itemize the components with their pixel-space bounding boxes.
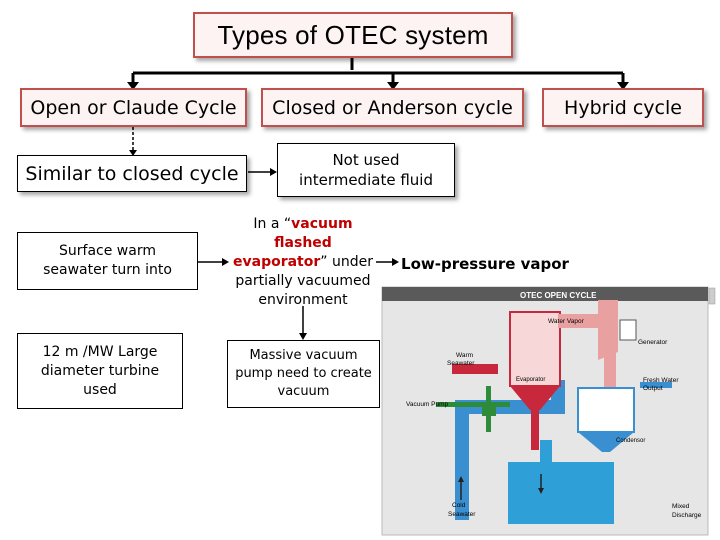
- evaporator-label: Evaporator: [516, 377, 545, 383]
- cold-label: Cold: [452, 502, 466, 509]
- warm-label: Warm: [456, 352, 473, 359]
- vacuum-pump-label: Vacuum Pump: [406, 401, 449, 408]
- tank-inlet: [540, 440, 552, 464]
- similar-closed-box: Similar to closed cycle: [17, 155, 247, 192]
- evaporator-vessel: [509, 311, 561, 387]
- surface-line1: Surface warm: [59, 243, 156, 259]
- closed-cycle-label: Closed or Anderson cycle: [272, 96, 513, 119]
- similar-closed-label: Similar to closed cycle: [25, 162, 239, 185]
- water-vapor-label: Water Vapor: [548, 318, 585, 325]
- vapor-duct: [558, 314, 598, 328]
- not-used-fluid-box: Not used intermediate fluid: [277, 143, 455, 197]
- vacuum-flash-text: In a “vacuum flashed evaporator” under p…: [226, 215, 380, 308]
- hybrid-cycle-label: Hybrid cycle: [564, 96, 682, 119]
- surface-line2: seawater turn into: [43, 262, 172, 278]
- pump-line3: vacuum: [277, 384, 330, 399]
- pump-line1: Massive vacuum: [249, 348, 358, 363]
- scroll-handle: [708, 287, 716, 305]
- condenser-funnel: [578, 432, 634, 452]
- turbine-box: 12 m /MW Large diameter turbine used: [17, 333, 183, 409]
- warm-seawater-pipe: [452, 364, 498, 374]
- vapor-downcomer: [604, 334, 616, 388]
- closed-cycle-box: Closed or Anderson cycle: [261, 88, 524, 127]
- pump-line2: pump need to create: [235, 366, 372, 381]
- evaporator-funnel: [510, 386, 560, 410]
- evaporator-drain: [531, 410, 539, 450]
- vacuum-line-horizontal: [436, 402, 510, 407]
- open-cycle-label: Open or Claude Cycle: [30, 96, 237, 119]
- title-text: Types of OTEC system: [217, 19, 489, 50]
- diagram-header: OTEC OPEN CYCLE: [520, 291, 597, 300]
- vacuum-mid: ” under: [320, 253, 373, 270]
- warm-seawater-label: Seawater: [447, 360, 475, 367]
- vacuum-line4: environment: [258, 291, 348, 308]
- diagram-header-bar: [382, 287, 708, 301]
- generator-label: Generator: [638, 339, 668, 346]
- discharge-tank: [508, 462, 614, 524]
- vacuum-line3: partially vacuumed: [235, 272, 371, 289]
- low-pressure-vapor-label: Low-pressure vapor: [399, 252, 571, 276]
- cold-intake-pipe: [455, 400, 469, 520]
- vacuum-pump: [482, 402, 496, 416]
- hybrid-cycle-box: Hybrid cycle: [542, 88, 704, 127]
- vacuum-line2: evaporator” under: [233, 253, 373, 272]
- vacuum-prefix: In a “: [253, 215, 292, 232]
- discharge-label: Discharge: [672, 512, 702, 519]
- cold-seawater-label: Seawater: [448, 511, 476, 518]
- vacuum-line1: In a “vacuum flashed: [226, 215, 380, 253]
- not-used-line2: intermediate fluid: [299, 171, 433, 189]
- evaporator-highlight: evaporator: [233, 253, 321, 270]
- fresh-water-output-pipe: [640, 382, 672, 388]
- open-cycle-box: Open or Claude Cycle: [20, 88, 247, 127]
- output-label: Output: [643, 385, 663, 392]
- turbine-line3: used: [83, 381, 117, 398]
- not-used-line1: Not used: [332, 151, 400, 169]
- turbine-line1: 12 m /MW Large: [42, 343, 158, 360]
- fresh-water-label: Fresh Water: [643, 377, 679, 384]
- low-pressure-text: Low-pressure vapor: [401, 255, 569, 273]
- vacuum-flashed-highlight: vacuum flashed: [274, 215, 353, 251]
- vacuum-pump-box: Massive vacuum pump need to create vacuu…: [227, 340, 380, 408]
- condensor-label: Condensor: [616, 438, 645, 444]
- generator-box: [619, 319, 637, 341]
- mixed-label: Mixed: [672, 503, 690, 510]
- surface-warm-box: Surface warm seawater turn into: [17, 232, 198, 290]
- condenser-vessel: [577, 387, 635, 433]
- turbine-line2: diameter turbine: [40, 362, 160, 379]
- discharge-arrowhead: [538, 488, 544, 494]
- page-title: Types of OTEC system: [193, 12, 513, 58]
- cold-inflow-arrowhead: [458, 476, 464, 482]
